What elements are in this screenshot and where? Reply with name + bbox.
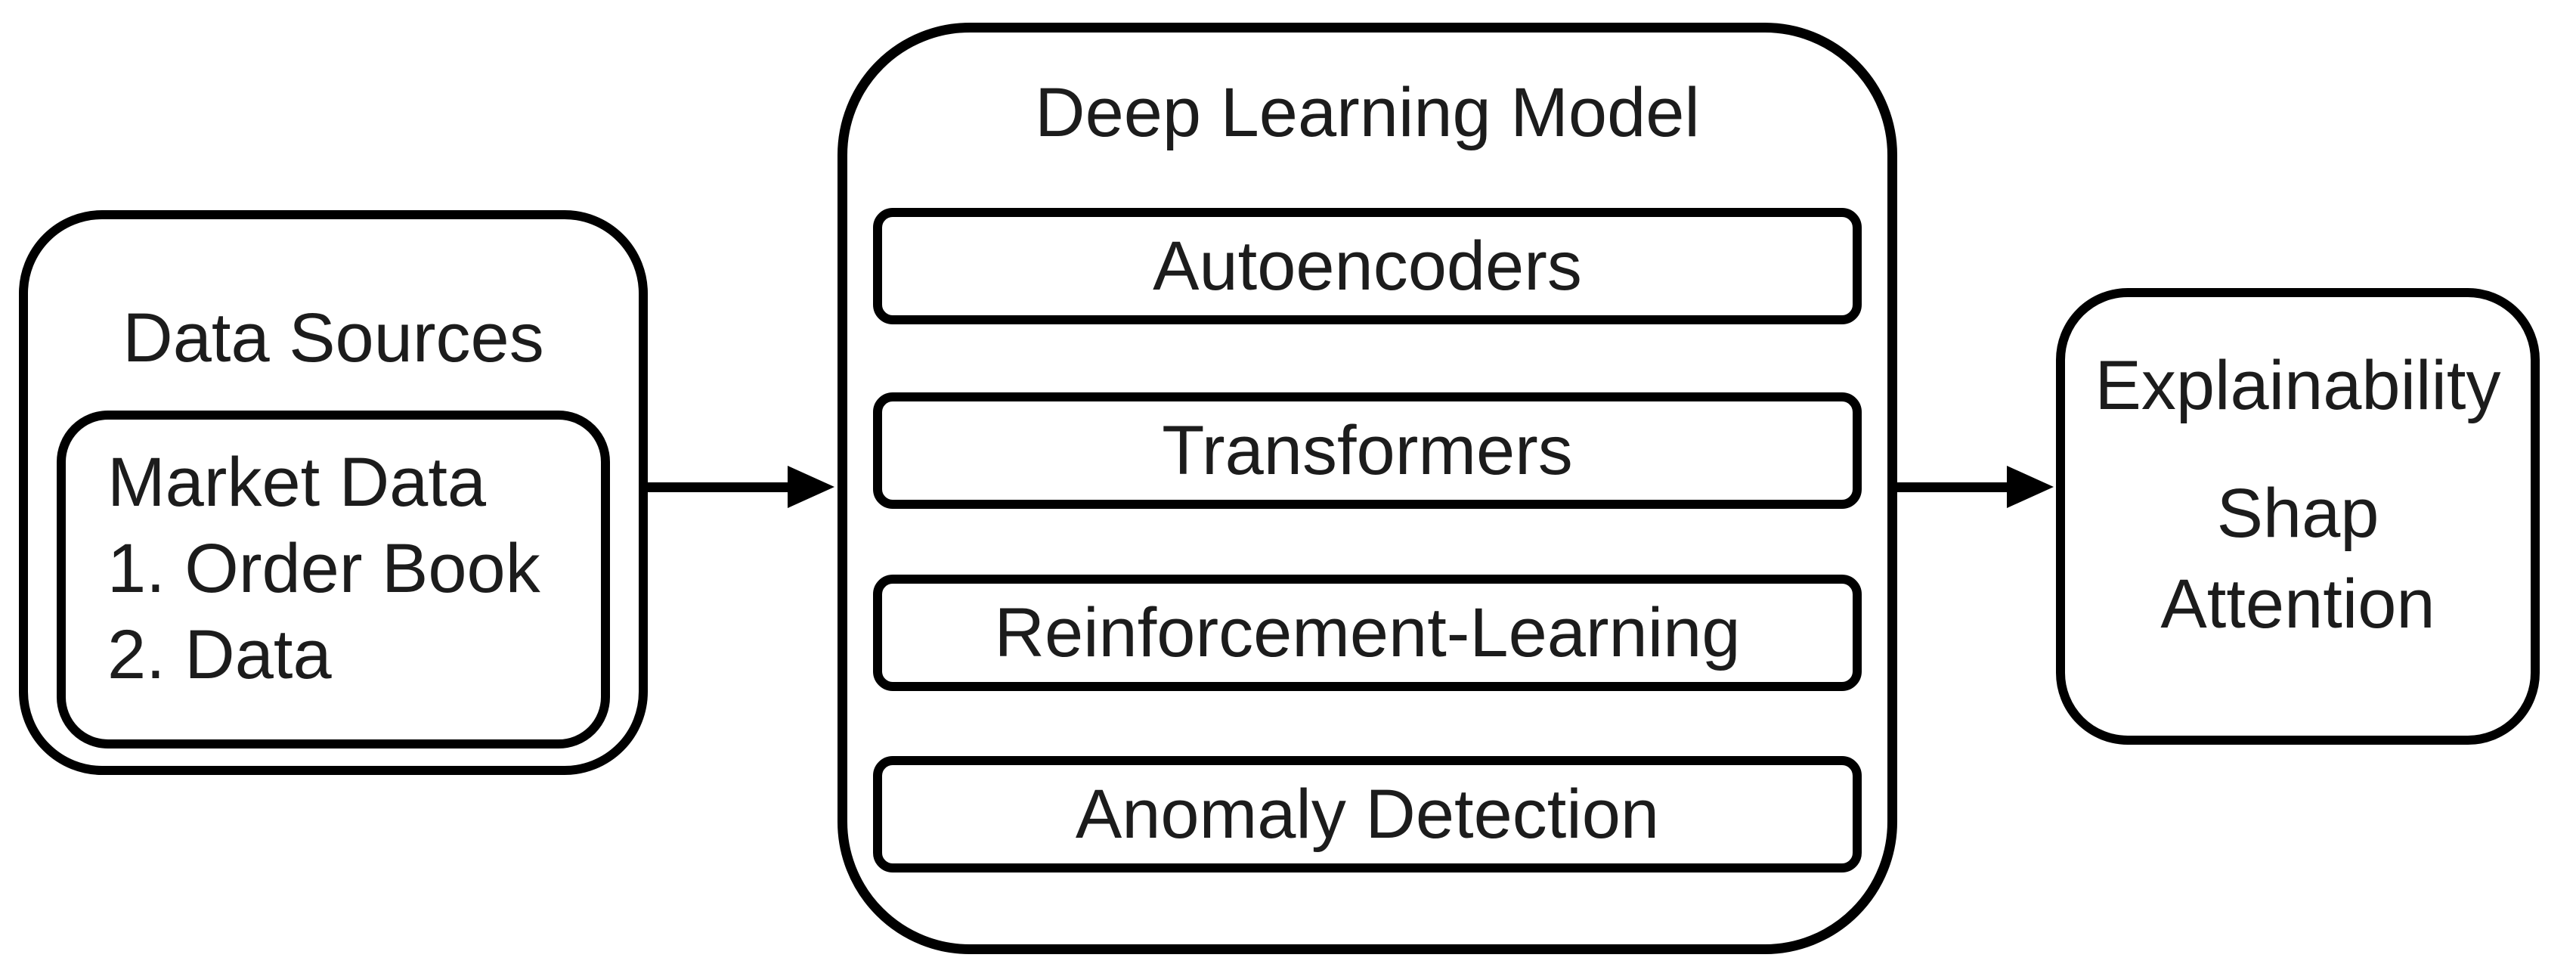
component-label: Anomaly Detection bbox=[1075, 775, 1660, 853]
component-autoencoders: Autoencoders bbox=[873, 208, 1862, 324]
deep-learning-model-title: Deep Learning Model bbox=[1035, 74, 1700, 151]
method-attention: Attention bbox=[2160, 566, 2435, 643]
market-data-item-data: 2. Data bbox=[107, 616, 332, 693]
arrow-line bbox=[648, 482, 791, 492]
arrow-line bbox=[1897, 482, 2012, 492]
arrowhead-right-icon bbox=[2007, 466, 2054, 508]
arrowhead-right-icon bbox=[788, 466, 834, 508]
component-label: Autoencoders bbox=[1153, 227, 1582, 305]
component-reinforcement-learning: Reinforcement-Learning bbox=[873, 575, 1862, 691]
market-data-lines: Market Data 1. Order Book 2. Data bbox=[107, 439, 593, 698]
data-sources-title: Data Sources bbox=[122, 299, 544, 377]
method-shap: Shap bbox=[2216, 475, 2379, 552]
explainability-title: Explainability bbox=[2095, 347, 2501, 424]
market-data-heading: Market Data bbox=[107, 444, 487, 521]
data-sources-box: Data Sources Market Data 1. Order Book 2… bbox=[19, 210, 648, 775]
component-anomaly-detection: Anomaly Detection bbox=[873, 756, 1862, 872]
explainability-box: Explainability Shap Attention bbox=[2056, 288, 2540, 745]
component-transformers: Transformers bbox=[873, 392, 1862, 509]
market-data-box: Market Data 1. Order Book 2. Data bbox=[57, 411, 610, 748]
market-data-item-order-book: 1. Order Book bbox=[107, 530, 540, 607]
explainability-methods: Shap Attention bbox=[2065, 468, 2531, 649]
deep-learning-model-box: Deep Learning Model Autoencoders Transfo… bbox=[838, 23, 1897, 954]
component-label: Reinforcement-Learning bbox=[994, 594, 1741, 671]
component-label: Transformers bbox=[1162, 411, 1573, 489]
